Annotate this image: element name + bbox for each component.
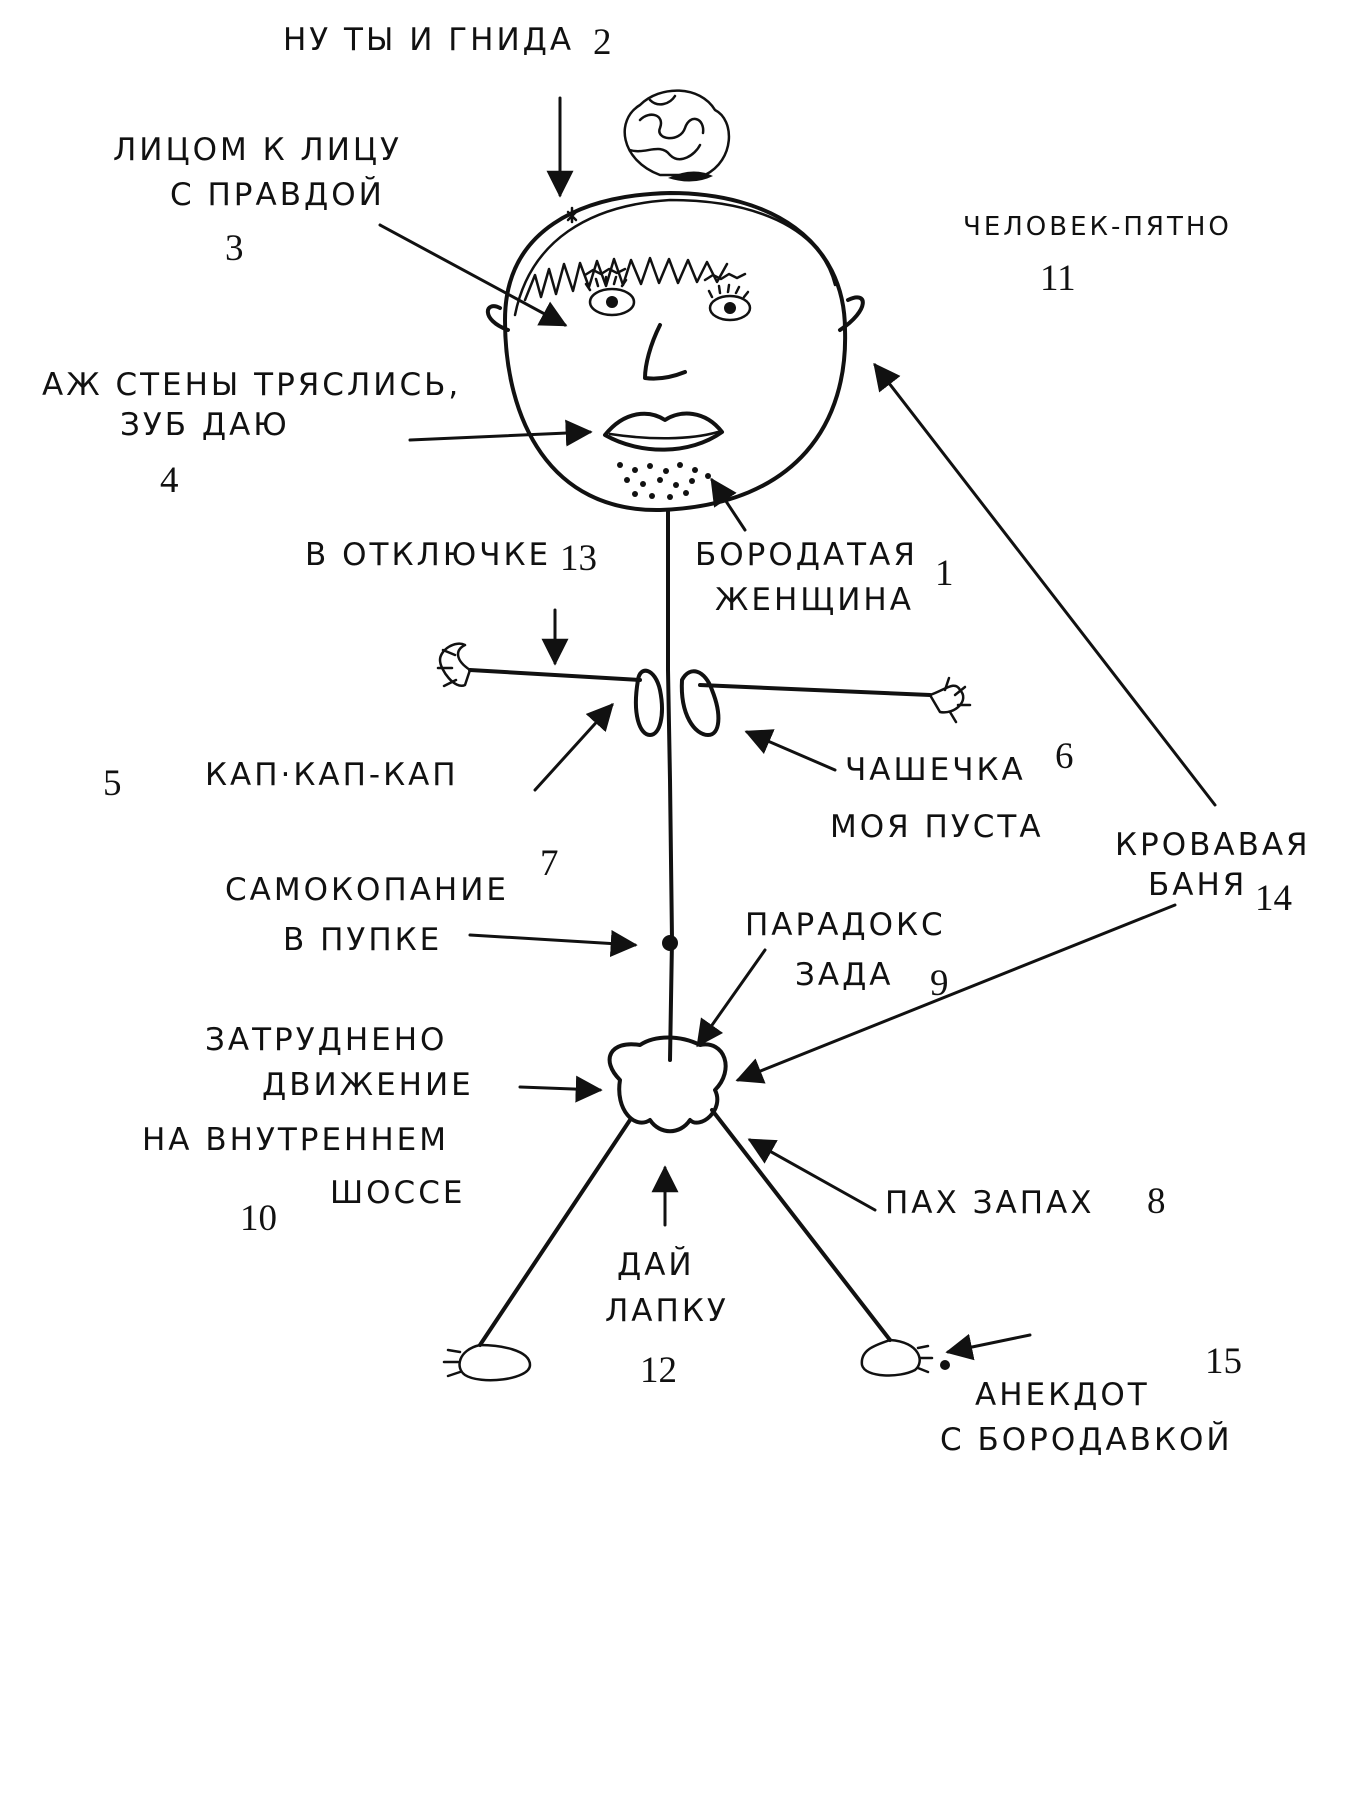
label-4-number: 4 (160, 460, 179, 501)
label-1-number: 1 (935, 553, 954, 594)
label-9-line2: ЗАДА (795, 957, 894, 993)
label-9-number: 9 (930, 963, 949, 1004)
label-6-number: 6 (1055, 736, 1074, 777)
label-10-line2: ДВИЖЕНИЕ (262, 1067, 474, 1103)
label-13-text: В ОТКЛЮЧКЕ (305, 537, 552, 573)
label-10-number: 10 (240, 1198, 277, 1239)
arms (436, 642, 972, 724)
label-6-line1: ЧАШЕЧКА (845, 752, 1026, 788)
label-7-line2: В ПУПКЕ (283, 922, 443, 958)
label-10-line1: ЗАТРУДНЕНО (205, 1022, 448, 1058)
label-11-text: ЧЕЛОВЕК-ПЯТНО (963, 212, 1232, 242)
label-2-number: 2 (593, 22, 612, 63)
label-8-number: 8 (1147, 1181, 1166, 1222)
label-11-number: 11 (1040, 258, 1076, 299)
arrows (378, 96, 1217, 1361)
label-8-text: ПАХ ЗАПАХ (885, 1185, 1095, 1221)
label-13-number: 13 (560, 538, 597, 579)
label-7-number: 7 (540, 843, 559, 884)
label-6-line2: МОЯ ПУСТА (830, 809, 1044, 845)
label-12-number: 12 (640, 1350, 677, 1391)
label-5-number: 5 (103, 763, 122, 804)
label-14-number: 14 (1255, 878, 1292, 919)
label-14-line2: БАНЯ (1148, 867, 1248, 903)
label-2-text: НУ ТЫ И ГНИДА (283, 22, 575, 58)
spine (666, 508, 674, 1062)
label-15-line1: АНЕКДОТ (975, 1377, 1150, 1413)
breasts (633, 668, 721, 737)
label-3-line2: С ПРАВДОЙ (170, 177, 385, 213)
butt (607, 1035, 728, 1134)
label-1-line2: ЖЕНЩИНА (715, 582, 914, 618)
label-3-line1: ЛИЦОМ К ЛИЦУ (113, 132, 402, 168)
label-4-line1: АЖ СТЕНЫ ТРЯСЛИСЬ, (42, 367, 462, 403)
hair-bun (623, 89, 731, 182)
label-10-line3: НА ВНУТРЕННЕМ (142, 1122, 450, 1158)
label-9-line1: ПАРАДОКС (745, 907, 946, 943)
navel (662, 935, 678, 951)
label-3-number: 3 (225, 228, 244, 269)
head (485, 191, 865, 513)
label-12-line2: ЛАПКУ (605, 1293, 729, 1329)
label-15-line2: С БОРОДАВКОЙ (940, 1422, 1233, 1458)
label-7-line1: САМОКОПАНИЕ (225, 872, 510, 908)
label-4-line2: ЗУБ ДАЮ (120, 407, 290, 443)
label-1-line1: БОРОДАТАЯ (695, 537, 918, 573)
legs (442, 1108, 950, 1382)
label-14-line1: КРОВАВАЯ (1115, 827, 1311, 863)
label-15-number: 15 (1205, 1341, 1242, 1382)
label-10-line4: ШОССЕ (330, 1175, 466, 1211)
label-12-line1: ДАЙ (617, 1247, 695, 1283)
label-5-text: КАП·КАП-КАП (205, 757, 459, 793)
